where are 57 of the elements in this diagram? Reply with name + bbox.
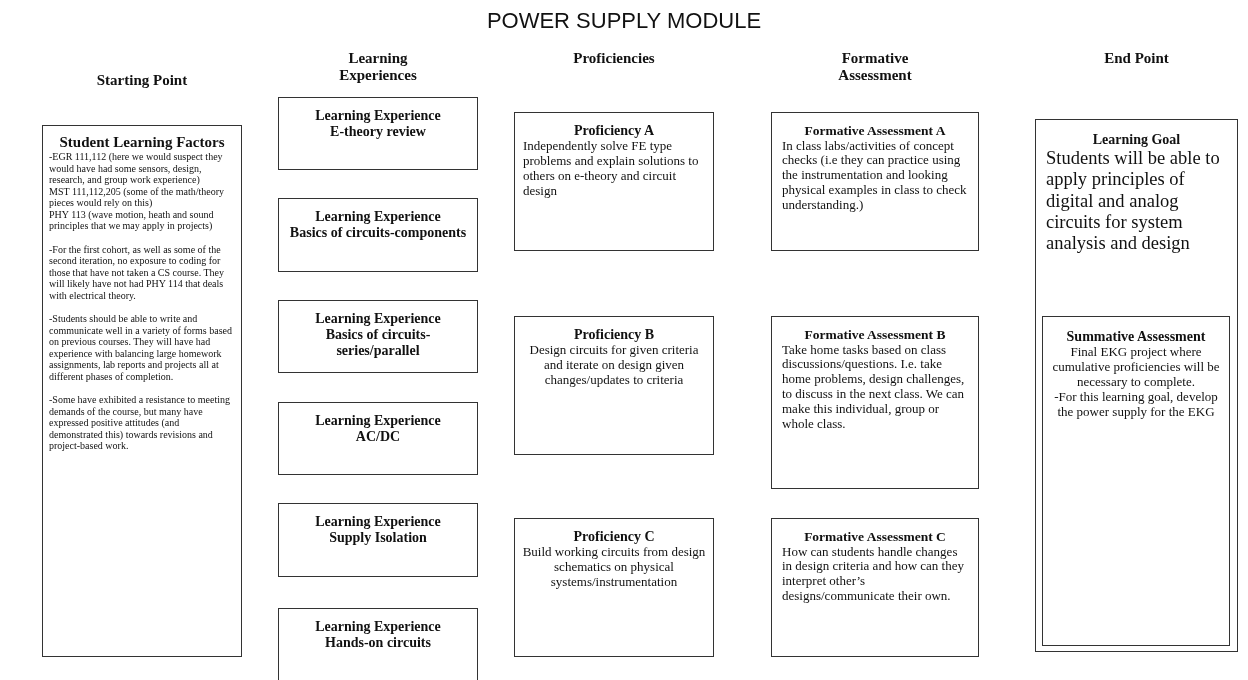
box-text: Supply Isolation (328, 530, 428, 547)
box-text: -EGR 111,112 (here we would suspect they would have had some sensors, design, research, and group work experience) (49, 151, 224, 186)
box-text: MST 111,112,205 (some of the math/theory pieces would rely on this) (49, 185, 226, 209)
box-text: Hands-on circuits (324, 635, 432, 652)
box-text: Basics of circuits-components (288, 225, 468, 242)
box-heading: Learning Experience (314, 514, 442, 531)
box-text: Students will be able to apply principles of digital and analog circuits for system analysis and design (1046, 148, 1221, 255)
nested-box (1042, 316, 1230, 646)
content-box (514, 112, 714, 251)
column-heading: Formative Assessment (837, 50, 913, 83)
content-box (1035, 119, 1238, 652)
content-box (278, 198, 478, 272)
box-heading: Formative Assessment B (803, 327, 947, 343)
content-box (278, 300, 478, 373)
box-heading: Learning Experience (314, 209, 442, 226)
box-text: -Students should be able to write and communicate well in a variety of forms based on previous courses. They will have had experience with balancing large homework assignments, lab reports and projects all at different phases of completion. (49, 313, 233, 383)
box-heading: Learning Experience (314, 108, 442, 125)
box-heading: Learning Experience (314, 311, 442, 328)
content-box (771, 112, 979, 251)
box-heading: Learning Experience (314, 619, 442, 636)
box-text: Build working circuits from design schematics on physical systems/instrumentation (521, 545, 707, 590)
box-heading: Learning Goal (1091, 132, 1182, 149)
box-text: Design circuits for given criteria and iterate on design given changes/updates to criteria (528, 343, 700, 388)
content-box (42, 125, 242, 657)
column-heading: Starting Point (95, 72, 189, 89)
box-heading: Formative Assessment A (803, 123, 947, 139)
box-heading: Student Learning Factors (58, 134, 226, 152)
column-heading: Learning Experiences (338, 50, 418, 83)
column-heading: Proficiencies (572, 50, 656, 67)
box-text: -For this learning goal, develop the power supply for the EKG (1053, 389, 1219, 420)
box-text: Basics of circuits-series/parallel (324, 327, 432, 360)
box-heading: Learning Experience (314, 413, 442, 430)
content-box (278, 503, 478, 577)
content-box (514, 316, 714, 455)
box-text: In class labs/activities of concept checks (i.e they can practice using the instrumentation and looking physical examples in class to check understanding.) (782, 138, 968, 214)
box-heading: Summative Assessment (1065, 329, 1207, 346)
box-heading: Proficiency C (572, 529, 656, 546)
content-box (771, 518, 979, 657)
box-text: E-theory review (329, 124, 427, 141)
box-heading: Proficiency B (572, 327, 656, 344)
box-text: PHY 113 (wave motion, heath and sound principles that we may apply in projects) (49, 208, 215, 232)
column-heading: End Point (1103, 50, 1170, 67)
box-text: Final EKG project where cumulative proficiencies will be necessary to complete. (1051, 345, 1221, 390)
content-box (514, 518, 714, 657)
page-title: POWER SUPPLY MODULE (485, 8, 763, 34)
content-box (278, 97, 478, 170)
content-box (278, 402, 478, 475)
box-text: Independently solve FE type problems and explain solutions to others on e-theory and circuit design (523, 139, 700, 199)
box-text: How can students handle changes in design criteria and how can they interpret other’s designs/communicate their own. (782, 544, 965, 605)
content-box (771, 316, 979, 489)
box-text: -Some have exhibited a resistance to meeting demands of the course, but many have expressed positive attitudes (and demonstrated this) towards revisions and project-based work. (49, 394, 232, 452)
content-box (278, 608, 478, 680)
box-heading: Proficiency A (572, 123, 656, 140)
box-text: AC/DC (354, 429, 402, 446)
box-text: Take home tasks based on class discussions/questions. I.e. take home problems, design challenges, to discuss in the next class. We can make this individual, group or whole class. (782, 342, 966, 433)
box-heading: Formative Assessment C (803, 529, 947, 545)
box-text: -For the first cohort, as well as some of the second iteration, no exposure to coding for those that have not taken a CS course. They will likely have not had PHY 114 that deals with electrical theory. (49, 243, 226, 302)
